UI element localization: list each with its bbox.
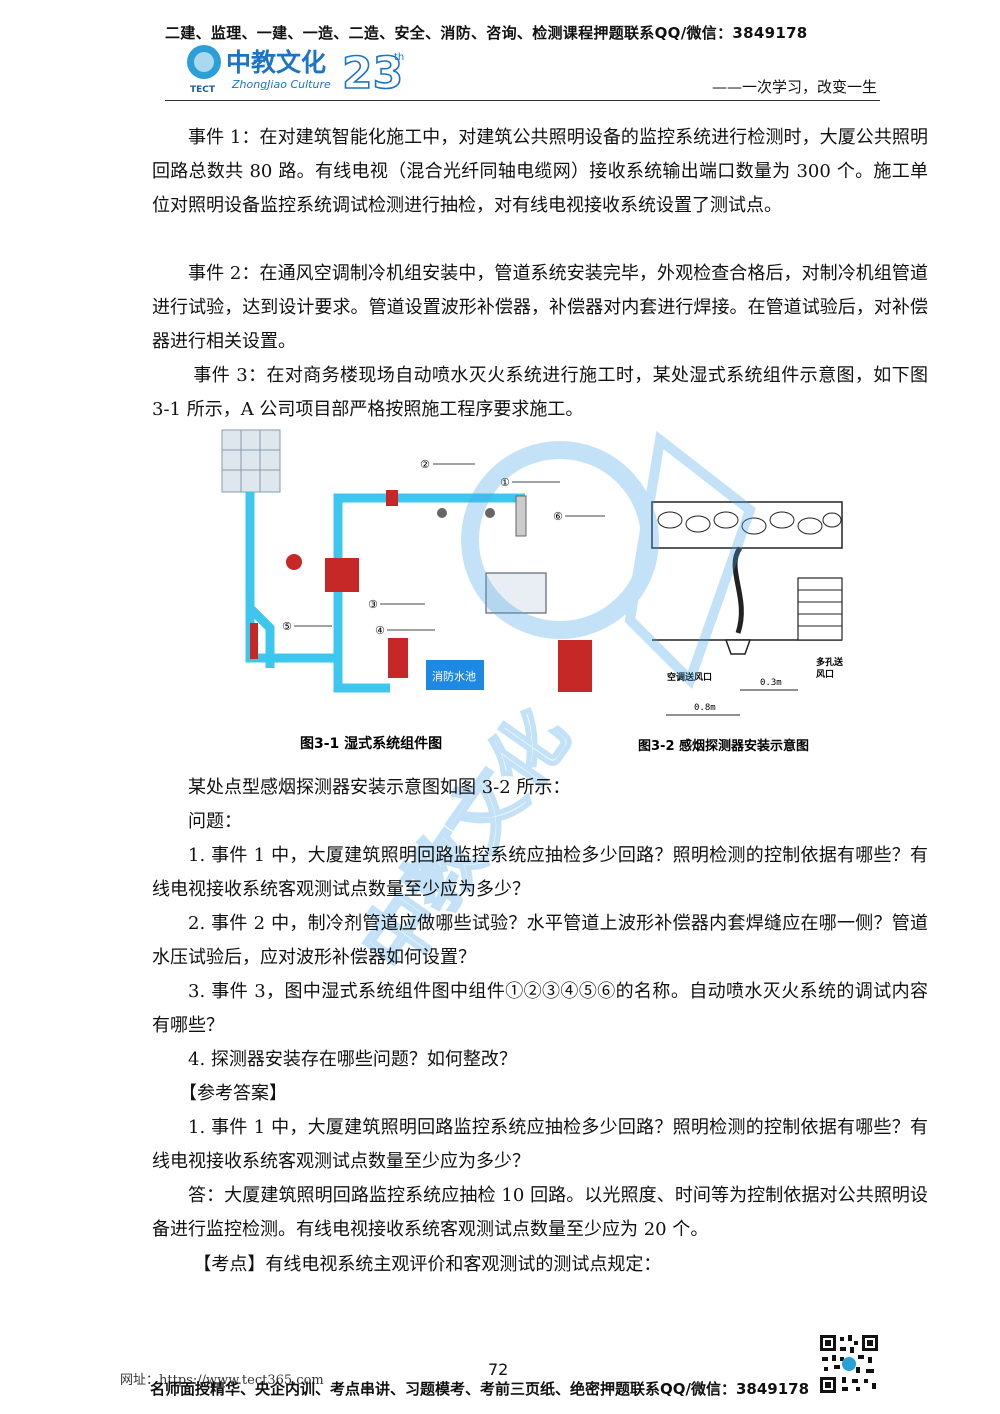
fire-pool-label: 消防水池 (432, 669, 476, 683)
logo-anniversary: 23 (342, 48, 403, 98)
motto: ——一次学习，改变一生 (712, 78, 878, 96)
brand-logo: TECT 中教文化 ZhongJiao Culture 23 th (187, 45, 404, 98)
question-4: 4. 探测器安装存在哪些问题？如何整改？ (188, 1049, 517, 1070)
dimension-03m: 0.3m (760, 678, 782, 688)
pipe-network (245, 492, 525, 693)
footer-url[interactable]: 网址：https://www.tect365.com (120, 1373, 324, 1388)
sprinkler-icon (437, 508, 447, 518)
logo-abbr: TECT (190, 85, 216, 95)
component-label-4: ④ (375, 624, 385, 637)
figures-area: 消防水池 ① ② ③ ④ ⑤ ⑥ 图3-1 湿式系统组件图 (221, 429, 844, 754)
answer-1: 答：大厦建筑照明回路监控系统应抽检 10 回路。以光照度、时间等为控制依据对公共… (152, 1185, 928, 1240)
questions-title: 问题： (188, 811, 242, 832)
outlet-label: 空调送风口 (667, 671, 712, 683)
question-2: 2. 事件 2 中，制冷剂管道应做哪些试验？水平管道上波形补偿器内套焊缝应在哪一… (152, 913, 928, 968)
sprinkler-icon (485, 508, 495, 518)
qr-code-icon (818, 1333, 880, 1395)
logo-pinyin: ZhongJiao Culture (231, 78, 331, 91)
component-label-6: ⑥ (553, 510, 563, 523)
component-label-5: ⑤ (282, 620, 292, 633)
multi-hole-label-2: 风口 (816, 669, 834, 680)
fire-pool (426, 660, 484, 690)
event-3-paragraph: 事件 3：在对商务楼现场自动喷水灭火系统进行施工时，某处湿式系统组件示意图，如下… (152, 365, 928, 420)
figure-wet-system: 消防水池 ① ② ③ ④ ⑤ ⑥ 图3-1 湿式系统组件图 (221, 429, 605, 752)
ceiling-slab (651, 501, 843, 549)
header-divider (165, 100, 880, 101)
air-duct (797, 577, 843, 641)
multi-hole-label: 多孔送 (816, 656, 844, 668)
figure-smoke-detector: 空调送风口 多孔送 风口 0.3m 0.8m 图3-2 感烟探测器安装示意图 (638, 501, 844, 754)
component-label-2: ② (420, 458, 430, 471)
fire-pump-icon (388, 638, 408, 678)
logo-anniversary-sup: th (394, 52, 404, 63)
header-contact-line: 二建、监理、一建、一造、二造、安全、消防、咨询、检测课程押题联系QQ/微信：38… (165, 24, 808, 42)
end-test-device-icon (515, 495, 527, 537)
component-label-1: ① (500, 476, 510, 489)
event-1-paragraph: 事件 1：在对建筑智能化施工中，对建筑公共照明设备的监控系统进行检测时，大厦公共… (152, 127, 928, 216)
key-point-text: 有线电视系统主观评价和客观测试的测试点规定： (265, 1254, 662, 1275)
dimension-08m: 0.8m (694, 703, 716, 713)
fig2-intro: 某处点型感烟探测器安装示意图如图 3-2 所示： (188, 777, 571, 798)
control-cabinet-icon (558, 640, 592, 692)
alarm-valve-icon (325, 558, 359, 592)
figure-2-caption: 图3-2 感烟探测器安装示意图 (638, 738, 809, 754)
test-valve-icon (250, 623, 258, 659)
footer-contact-line: 名师面授精华、央企内训、考点串讲、习题模考、考前三页纸、绝密押题联系QQ/微信：… (150, 1380, 810, 1398)
water-bell-icon (286, 554, 302, 570)
answer-title: 【参考答案】 (179, 1083, 287, 1104)
water-tank-icon (221, 429, 281, 493)
flexible-conduit (732, 546, 744, 634)
component-label-3: ③ (368, 598, 378, 611)
figure-1-caption: 图3-1 湿式系统组件图 (300, 735, 442, 752)
page-number: 72 (488, 1360, 509, 1379)
question-3: 3. 事件 3，图中湿式系统组件图中组件①②③④⑤⑥的名称。自动喷水灭火系统的调… (152, 981, 928, 1036)
question-1: 1. 事件 1 中，大厦建筑照明回路监控系统应抽检多少回路？照明检测的控制依据有… (152, 845, 928, 900)
key-point-tag: 【考点】 (193, 1254, 266, 1275)
smoke-detector-icon (724, 639, 752, 655)
key-point: 【考点】有线电视系统主观评价和客观测试的测试点规定： (152, 1248, 928, 1282)
pressure-switch-icon (386, 490, 398, 506)
logo-text: 中教文化 (226, 48, 326, 77)
answer-1-question: 1. 事件 1 中，大厦建筑照明回路监控系统应抽检多少回路？照明检测的控制依据有… (152, 1117, 928, 1172)
event-2-paragraph: 事件 2：在通风空调制冷机组安装中，管道系统安装完毕，外观检查合格后，对制冷机组… (152, 263, 928, 352)
control-panel-icon (485, 572, 547, 614)
